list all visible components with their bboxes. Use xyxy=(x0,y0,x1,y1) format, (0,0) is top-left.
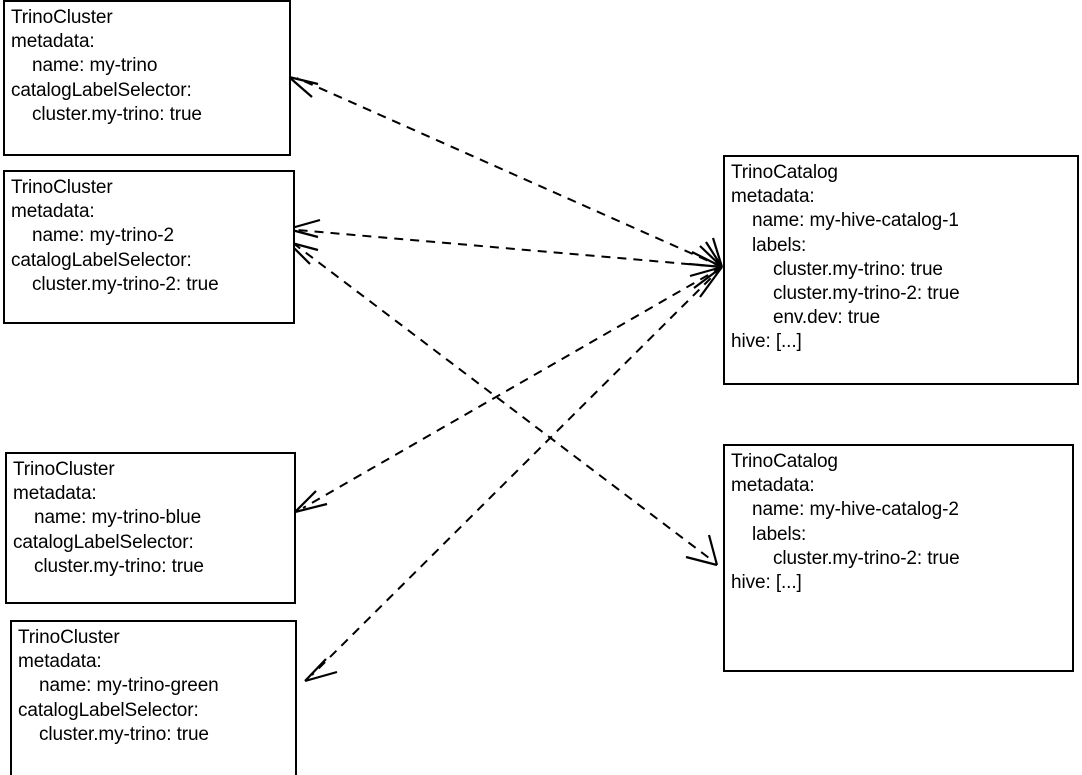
cluster-kind: TrinoCluster xyxy=(18,627,120,648)
cluster-name: name: my-trino-blue xyxy=(34,507,202,529)
cluster-selector-label: catalogLabelSelector: xyxy=(11,249,192,271)
cluster-selector-label: catalogLabelSelector: xyxy=(13,531,194,553)
cluster-selector-entry: cluster.my-trino-2: true xyxy=(32,273,219,295)
catalog-name: name: my-hive-catalog-2 xyxy=(752,499,959,521)
catalog-label-entry: cluster.my-trino-2: true xyxy=(773,283,960,305)
catalog-connector: hive: [...] xyxy=(731,331,802,353)
catalog-metadata-label: metadata: xyxy=(731,186,815,208)
cluster-selector-label: catalogLabelSelector: xyxy=(18,699,199,721)
node-trinocatalog-my-hive-catalog-2[interactable]: TrinoCatalog metadata: name: my-hive-cat… xyxy=(723,444,1074,672)
edge-catalog1-to-my-trino-blue xyxy=(294,266,723,514)
cluster-selector-entry: cluster.my-trino: true xyxy=(34,555,204,577)
cluster-metadata-label: metadata: xyxy=(18,651,102,673)
catalog-name: name: my-hive-catalog-1 xyxy=(752,210,959,232)
edge-catalog1-to-my-trino-green xyxy=(304,266,723,683)
cluster-name: name: my-trino-green xyxy=(39,675,219,697)
cluster-selector-entry: cluster.my-trino: true xyxy=(32,103,202,125)
catalog-labels-label: labels: xyxy=(752,523,807,545)
cluster-kind: TrinoCluster xyxy=(11,7,113,28)
cluster-selector-entry: cluster.my-trino: true xyxy=(39,723,209,745)
catalog-kind: TrinoCatalog xyxy=(731,451,838,472)
cluster-name: name: my-trino xyxy=(32,55,158,77)
catalog-label-entry: env.dev: true xyxy=(773,307,881,329)
cluster-kind: TrinoCluster xyxy=(13,459,115,480)
catalog-connector: hive: [...] xyxy=(731,572,802,594)
node-trinocluster-my-trino-blue[interactable]: TrinoCluster metadata: name: my-trino-bl… xyxy=(5,452,296,604)
cluster-metadata-label: metadata: xyxy=(11,31,95,53)
catalog-label-entry: cluster.my-trino-2: true xyxy=(773,547,960,569)
node-trinocatalog-my-hive-catalog-1[interactable]: TrinoCatalog metadata: name: my-hive-cat… xyxy=(723,155,1079,385)
edge-catalog1-to-my-trino-2 xyxy=(287,218,723,268)
cluster-metadata-label: metadata: xyxy=(11,201,95,223)
edge-my-trino-2-to-catalog2 xyxy=(287,240,719,567)
catalog-label-entry: cluster.my-trino: true xyxy=(773,258,943,280)
edge-hub-arrowheads xyxy=(688,237,724,298)
node-trinocluster-my-trino[interactable]: TrinoCluster metadata: name: my-trino ca… xyxy=(3,0,291,156)
cluster-name: name: my-trino-2 xyxy=(32,225,174,247)
cluster-selector-label: catalogLabelSelector: xyxy=(11,79,192,101)
cluster-metadata-label: metadata: xyxy=(13,483,97,505)
node-trinocluster-my-trino-green[interactable]: TrinoCluster metadata: name: my-trino-gr… xyxy=(10,620,297,775)
cluster-kind: TrinoCluster xyxy=(11,177,113,198)
node-trinocluster-my-trino-2[interactable]: TrinoCluster metadata: name: my-trino-2 … xyxy=(3,170,295,324)
catalog-labels-label: labels: xyxy=(752,234,807,256)
catalog-metadata-label: metadata: xyxy=(731,475,815,497)
edge-catalog1-to-my-trino xyxy=(288,75,723,268)
catalog-kind: TrinoCatalog xyxy=(731,162,838,183)
